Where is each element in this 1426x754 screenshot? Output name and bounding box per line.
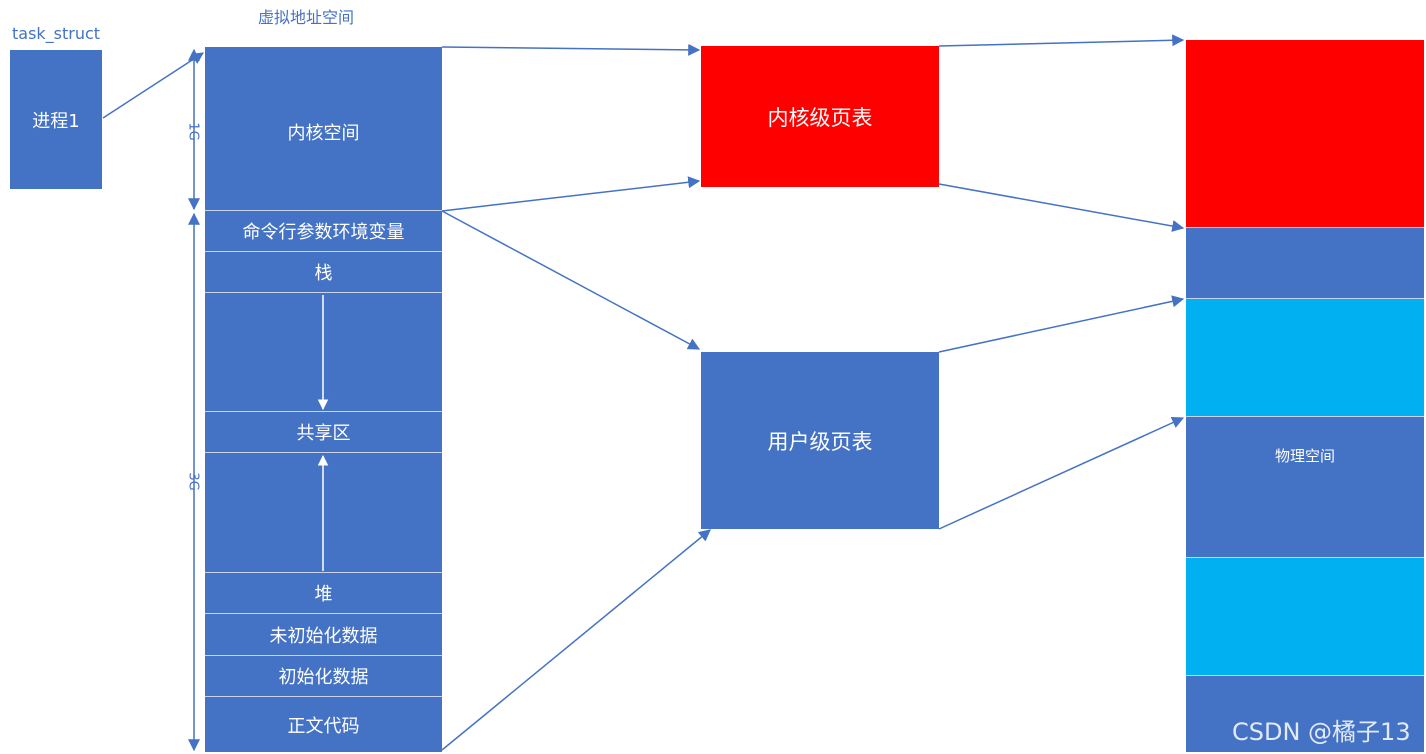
kernel-space-label: 内核空间 [287,123,360,144]
bss-segment: 未初始化数据 [205,614,442,656]
data-label: 初始化数据 [278,667,369,688]
args-env-label: 命令行参数环境变量 [242,222,405,243]
process-box: 进程1 [10,50,102,189]
user-table-to-phys-mid-arrow [938,417,1185,530]
user-table-to-phys-top-arrow [938,295,1185,353]
heap-segment: 堆 [205,573,442,614]
watermark: CSDN @橘子13 [1232,718,1411,746]
physical-region-2 [1186,228,1424,299]
stack-label: 栈 [314,263,333,284]
user-page-table-label: 用户级页表 [767,429,873,454]
physical-region-6 [1186,676,1424,752]
kernel-space-segment: 内核空间 [205,47,442,211]
virtual-address-space-title: 虚拟地址空间 [258,8,355,27]
shared-segment: 共享区 [205,412,442,453]
bss-label: 未初始化数据 [269,625,378,647]
kernel-table-to-phys-mid-arrow [938,183,1185,232]
physical-region-5 [1186,558,1424,676]
vas-bottom-to-user-table-arrow [441,529,711,751]
user-page-table: 用户级页表 [701,352,939,529]
vas-top-to-kernel-table-arrow [441,43,701,56]
kernel-table-to-phys-top-arrow [938,34,1185,47]
vas-user-top-to-user-table-arrow [441,210,701,350]
text-label: 正文代码 [287,715,360,737]
data-segment: 初始化数据 [205,656,442,697]
shared-label: 共享区 [296,423,351,444]
kernel-page-table: 内核级页表 [701,46,939,187]
physical-region-3 [1186,299,1424,417]
physical-kernel-region [1186,40,1424,228]
task-struct-label: task_struct [12,24,101,43]
physical-space-label: 物理空间 [1274,447,1335,465]
process-label: 进程1 [32,110,80,132]
heap-label: 堆 [314,584,333,605]
process-to-vas-arrow [102,52,205,119]
kernel-page-table-label: 内核级页表 [767,105,873,130]
args-env-segment: 命令行参数环境变量 [205,211,442,252]
stack-segment: 栈 [205,252,442,293]
physical-space-region: 物理空间 [1186,417,1424,558]
text-segment: 正文代码 [205,697,442,752]
vas-kernel-to-kernel-table-arrow [441,176,701,212]
